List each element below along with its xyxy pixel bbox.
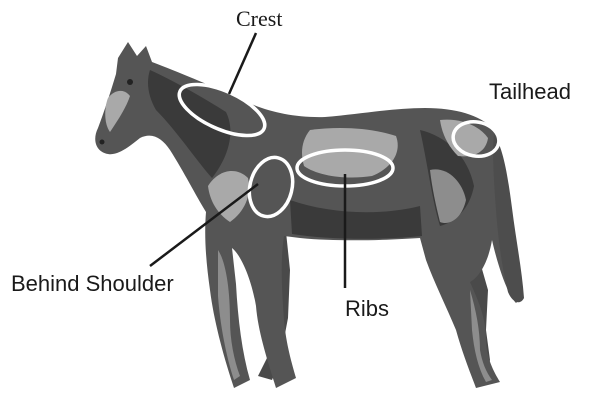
ribs-label: Ribs [345,298,389,320]
crest-leader-line [229,33,256,94]
eye [127,79,133,85]
behind-shoulder-label: Behind Shoulder [11,273,174,295]
crest-label: Crest [236,8,282,30]
tail [493,134,524,302]
tailhead-label: Tailhead [489,81,571,103]
horse-silhouette-icon [95,42,524,388]
nostril [100,140,105,145]
